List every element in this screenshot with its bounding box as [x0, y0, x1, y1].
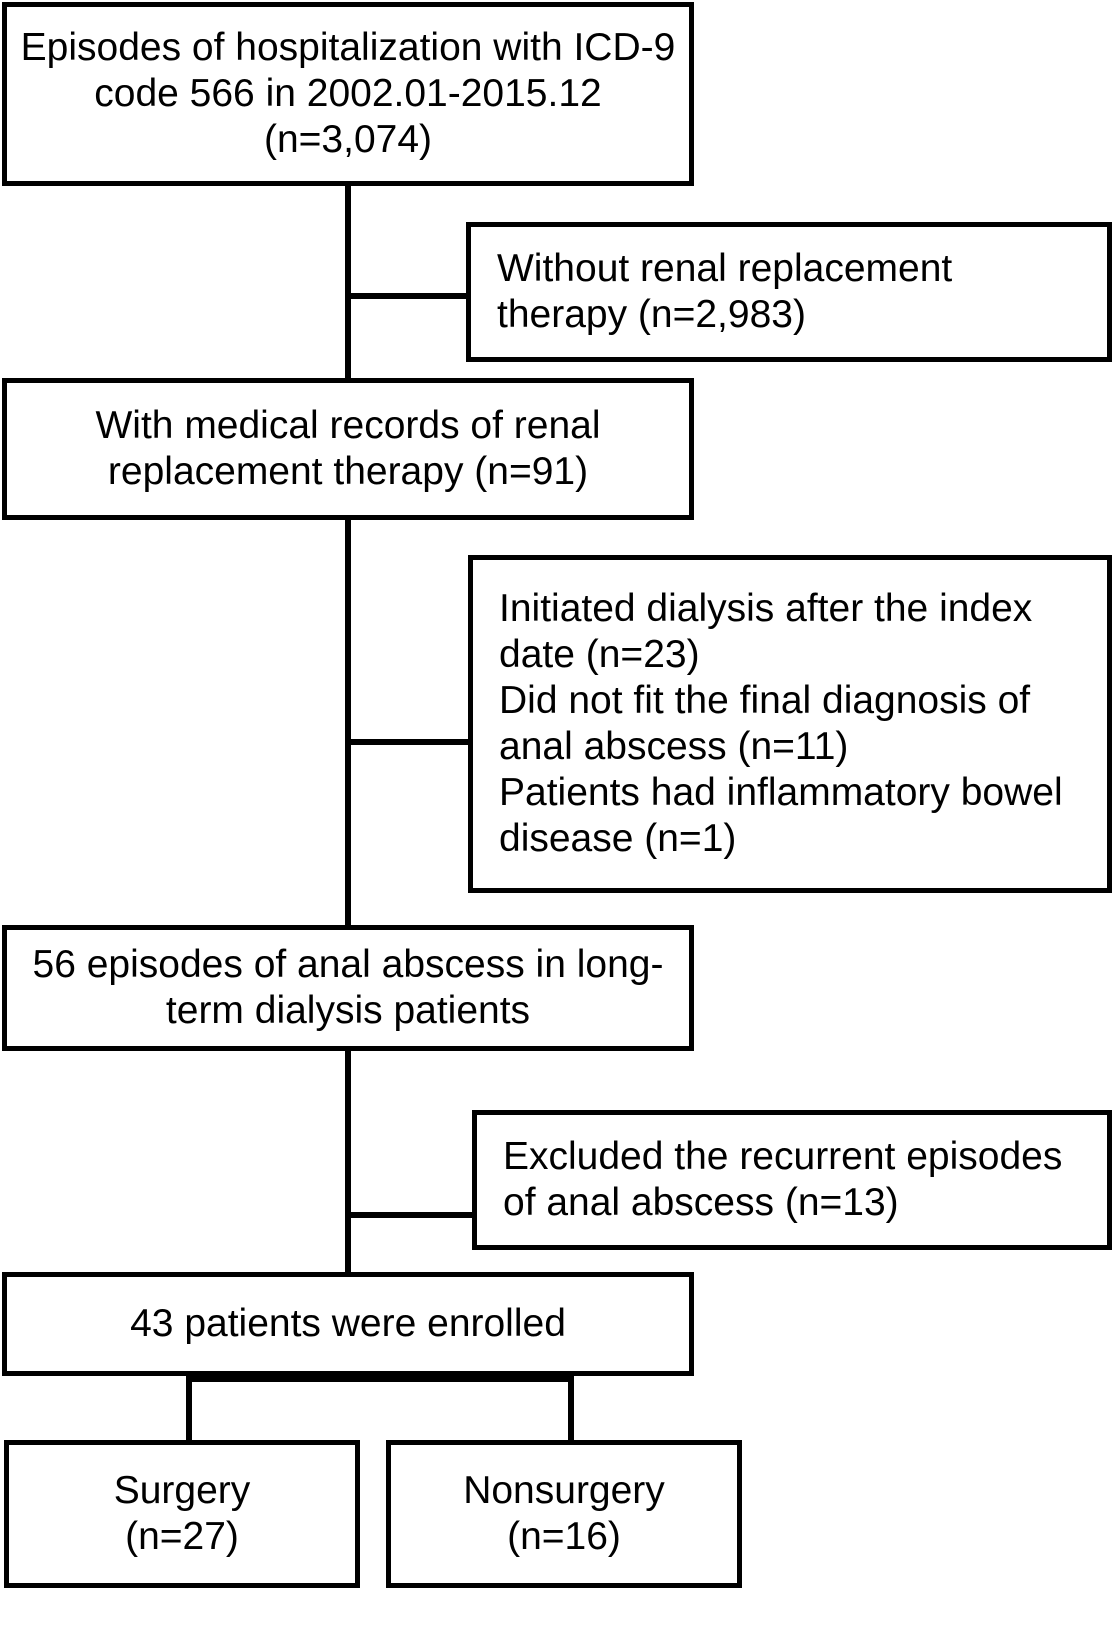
- node-with-rrt-label: With medical records of renal replacemen…: [95, 403, 601, 493]
- connector-branch-criteria: [345, 739, 473, 745]
- node-enrolled: 43 patients were enrolled: [2, 1272, 694, 1376]
- node-surgery-label: Surgery (n=27): [113, 1468, 251, 1558]
- node-nonsurgery: Nonsurgery (n=16): [386, 1440, 742, 1588]
- node-excluded-no-rrt: Without renal replacement therapy (n=2,9…: [466, 222, 1112, 362]
- node-with-rrt: With medical records of renal replacemen…: [2, 378, 694, 520]
- node-source-cohort-label: Episodes of hospitalization with ICD-9 c…: [20, 25, 676, 161]
- connector-to-surgery: [186, 1376, 192, 1442]
- node-episodes-56: 56 episodes of anal abscess in long- ter…: [2, 925, 694, 1051]
- node-surgery: Surgery (n=27): [4, 1440, 360, 1588]
- connector-source-to-withrrt: [345, 186, 351, 380]
- node-excluded-criteria-label: Initiated dialysis after the index date …: [499, 586, 1063, 861]
- connector-branch-no-rrt: [345, 293, 471, 299]
- node-excluded-no-rrt-label: Without renal replacement therapy (n=2,9…: [497, 246, 953, 336]
- node-excluded-criteria: Initiated dialysis after the index date …: [468, 555, 1112, 893]
- node-episodes-56-label: 56 episodes of anal abscess in long- ter…: [32, 942, 664, 1032]
- node-enrolled-label: 43 patients were enrolled: [130, 1301, 566, 1345]
- connector-split-bar: [186, 1376, 574, 1382]
- connector-branch-recurrent: [345, 1212, 477, 1218]
- node-nonsurgery-label: Nonsurgery (n=16): [463, 1468, 665, 1558]
- connector-withrrt-to-episodes: [345, 520, 351, 952]
- node-excluded-recurrent: Excluded the recurrent episodes of anal …: [472, 1110, 1112, 1250]
- node-excluded-recurrent-label: Excluded the recurrent episodes of anal …: [503, 1134, 1063, 1224]
- connector-episodes-to-enrolled: [345, 1051, 351, 1323]
- connector-to-nonsurgery: [568, 1376, 574, 1442]
- node-source-cohort: Episodes of hospitalization with ICD-9 c…: [2, 2, 694, 186]
